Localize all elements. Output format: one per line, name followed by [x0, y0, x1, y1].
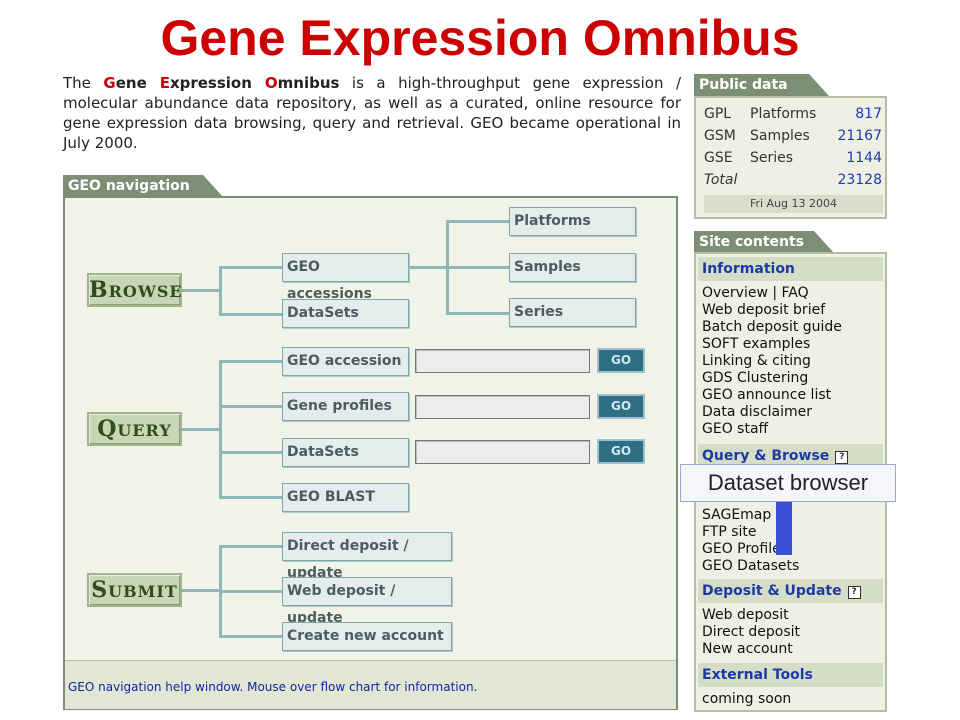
datasets-input[interactable]	[415, 440, 590, 464]
info-item[interactable]: Batch deposit guide	[702, 319, 842, 335]
page-title: Gene Expression Omnibus	[160, 10, 800, 66]
create-account-button[interactable]: Create new account	[282, 622, 452, 651]
public-data-date: Fri Aug 13 2004	[704, 195, 883, 213]
gene-profiles-button[interactable]: Gene profiles	[282, 392, 409, 421]
info-item[interactable]: GEO announce list	[702, 387, 832, 403]
browse-datasets-button[interactable]: DataSets	[282, 299, 409, 328]
info-item[interactable]: SOFT examples	[702, 336, 811, 352]
navigation-help-text: GEO navigation help window. Mouse over f…	[68, 680, 478, 694]
query-datasets-button[interactable]: DataSets	[282, 438, 409, 467]
qb-item[interactable]: FTP site	[702, 524, 757, 540]
geo-accession-query-button[interactable]: GEO accession	[282, 347, 409, 376]
geo-accession-input[interactable]	[415, 349, 590, 373]
info-item[interactable]: Data disclaimer	[702, 404, 813, 420]
platforms-button[interactable]: Platforms	[509, 207, 636, 236]
info-item[interactable]: Linking & citing	[702, 353, 811, 369]
help-icon[interactable]: ?	[835, 451, 849, 464]
external-tools-section-header[interactable]: External Tools	[698, 663, 883, 687]
help-icon[interactable]: ?	[847, 586, 861, 599]
geo-accessions-button[interactable]: GEO accessions	[282, 253, 409, 302]
qb-item[interactable]: GEO Datasets	[702, 558, 800, 574]
browse-button[interactable]: BROWSE	[87, 273, 182, 307]
web-deposit-button[interactable]: Web deposit / update	[282, 577, 452, 626]
info-item[interactable]: Overview | FAQ	[702, 285, 809, 301]
geo-accession-go-button[interactable]: GO	[597, 348, 645, 373]
series-button[interactable]: Series	[509, 298, 636, 327]
public-data-header: Public data	[694, 74, 829, 96]
geo-blast-button[interactable]: GEO BLAST	[282, 483, 409, 512]
qb-item[interactable]: SAGEmap	[702, 507, 772, 523]
highlight-marker	[776, 502, 792, 555]
info-item[interactable]: GDS Clustering	[702, 370, 809, 386]
site-contents-header: Site contents	[694, 231, 834, 253]
direct-deposit-button[interactable]: Direct deposit / update	[282, 532, 452, 581]
submit-button[interactable]: SUBMIT	[87, 573, 182, 607]
gene-profiles-go-button[interactable]: GO	[597, 394, 645, 419]
deposit-update-section-header[interactable]: Deposit & Update?	[698, 579, 883, 603]
information-section-header[interactable]: Information	[698, 257, 883, 281]
intro-paragraph: The Gene Expression Omnibus is a high-th…	[63, 74, 682, 152]
samples-button[interactable]: Samples	[509, 253, 636, 282]
et-item: coming soon	[702, 691, 792, 707]
datasets-go-button[interactable]: GO	[597, 439, 645, 464]
du-item[interactable]: Direct deposit	[702, 624, 800, 640]
query-button[interactable]: QUERY	[87, 412, 182, 446]
info-item[interactable]: GEO staff	[702, 421, 769, 437]
navigation-help-footer: GEO navigation help window. Mouse over f…	[65, 660, 676, 709]
info-item[interactable]: Web deposit brief	[702, 302, 826, 318]
du-item[interactable]: Web deposit	[702, 607, 789, 623]
gene-profiles-input[interactable]	[415, 395, 590, 419]
du-item[interactable]: New account	[702, 641, 793, 657]
dataset-browser-tooltip: Dataset browser	[680, 464, 896, 502]
geo-navigation-header: GEO navigation	[63, 175, 223, 197]
qb-item[interactable]: GEO Profiles	[702, 541, 788, 557]
